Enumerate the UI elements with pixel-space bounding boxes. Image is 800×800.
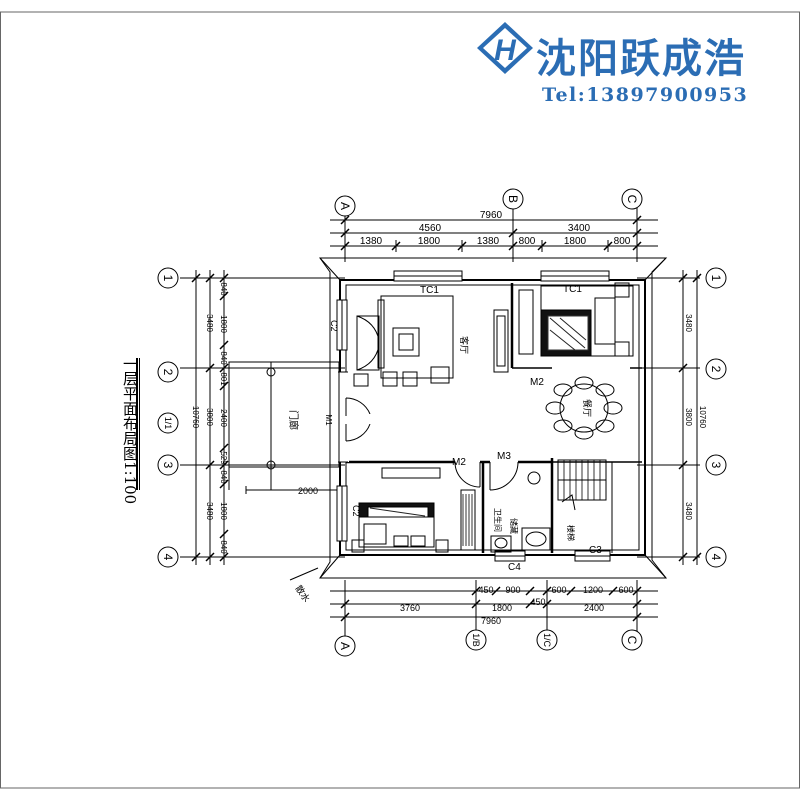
axis-label-left-3: 3 bbox=[161, 462, 175, 469]
plan-title-underline bbox=[136, 358, 138, 490]
dim-porch: 2000 bbox=[298, 486, 318, 496]
dim-top-mid-1: 4560 bbox=[419, 223, 442, 234]
bathroom-fixtures bbox=[489, 461, 551, 553]
staircase bbox=[557, 459, 607, 511]
dim-bottom-mid-1: 3760 bbox=[400, 603, 420, 613]
dim-left-inner-2: 1800 bbox=[219, 315, 228, 333]
dim-left-mid-3: 3480 bbox=[205, 502, 214, 520]
dim-top-total: 7960 bbox=[480, 210, 503, 221]
axis-label-left-1-1: 1/1 bbox=[163, 417, 173, 430]
dim-bottom-mid-2: 1800 bbox=[492, 603, 512, 613]
dim-top-inner-2: 1800 bbox=[418, 236, 441, 247]
entrance-door bbox=[345, 397, 371, 442]
dim-top-inner-4: 800 bbox=[519, 236, 536, 247]
brand-name: 沈阳跃成浩 bbox=[536, 35, 746, 82]
window-label-tc1-a: TC1 bbox=[420, 285, 439, 296]
porch bbox=[228, 361, 346, 494]
bottom-dimensions bbox=[330, 580, 658, 657]
right-dimensions bbox=[637, 267, 727, 568]
window-label-c4: C4 bbox=[508, 562, 521, 573]
door-label-m2-b: M2 bbox=[452, 457, 466, 468]
dim-top-mid-2: 3400 bbox=[568, 223, 591, 234]
dim-top-inner-3: 1380 bbox=[477, 236, 500, 247]
dim-right-mid-3: 3480 bbox=[684, 502, 693, 520]
brand-logo-letter: H bbox=[494, 34, 517, 67]
dim-left-inner-7: 840 bbox=[219, 470, 228, 484]
dim-right-mid-1: 3480 bbox=[684, 314, 693, 332]
axis-label-right-2: 2 bbox=[709, 366, 723, 373]
dim-left-total: 10760 bbox=[191, 406, 200, 429]
axis-label-bottom-c: C bbox=[625, 636, 639, 645]
plan-title-underline-2 bbox=[139, 358, 140, 490]
brand-phone: Tel:13897900953 bbox=[542, 84, 749, 106]
windows bbox=[336, 270, 611, 562]
axis-label-right-1: 1 bbox=[709, 275, 723, 282]
dim-left-mid-2: 3800 bbox=[205, 408, 214, 426]
axis-label-right-4: 4 bbox=[709, 554, 723, 561]
axis-label-left-1: 1 bbox=[161, 275, 175, 282]
plan-title: 一层平面布局图1:100 bbox=[121, 356, 139, 505]
window-label-c2-b: C2 bbox=[351, 505, 361, 517]
building-walls bbox=[319, 257, 668, 579]
floor-plan: A B C 7960 4560 3400 1380 1800 1380 800 … bbox=[157, 188, 727, 657]
room-label-foyer: 门廊 bbox=[287, 410, 300, 430]
dim-top-inner-6: 800 bbox=[614, 236, 631, 247]
window-label-c2-a: C2 bbox=[329, 320, 339, 332]
axis-label-top-b: B bbox=[506, 195, 520, 203]
dim-left-inner-3: 840 bbox=[219, 351, 228, 365]
dim-bottom-inner-5: 600 bbox=[618, 585, 633, 595]
dim-bottom-mid-3: 450 bbox=[530, 597, 545, 607]
dim-left-inner-5: 2400 bbox=[219, 409, 228, 427]
dim-right-total: 10760 bbox=[698, 406, 707, 429]
dim-left-inner-4: 801 bbox=[219, 372, 228, 386]
bedroom-1-furniture bbox=[518, 282, 634, 357]
apron-marker bbox=[289, 567, 319, 581]
dim-bottom-inner-4: 1200 bbox=[583, 585, 603, 595]
axis-label-top-c: C bbox=[625, 195, 639, 204]
axis-label-right-3: 3 bbox=[709, 462, 723, 469]
dim-left-inner-1: 840 bbox=[219, 282, 228, 296]
bedroom-2-furniture bbox=[351, 467, 476, 553]
dim-bottom-mid-4: 2400 bbox=[584, 603, 604, 613]
axis-label-left-2: 2 bbox=[161, 369, 175, 376]
dim-bottom-total: 7960 bbox=[481, 616, 501, 626]
axis-label-top-a: A bbox=[338, 202, 352, 210]
axis-label-left-4: 4 bbox=[161, 554, 175, 561]
apron-label: 散水 bbox=[293, 583, 312, 604]
top-dimensions bbox=[330, 188, 658, 262]
dim-bottom-inner-2: 900 bbox=[505, 585, 520, 595]
axis-label-bottom-a: A bbox=[338, 642, 352, 650]
dim-left-inner-6: 529 bbox=[219, 451, 228, 465]
door-label-m3: M3 bbox=[497, 451, 511, 462]
room-label-living: 客厅 bbox=[459, 336, 470, 354]
room-label-storage: 储藏 bbox=[509, 518, 519, 534]
dim-top-inner-5: 1800 bbox=[564, 236, 587, 247]
axis-label-bottom-1c: 1/C bbox=[542, 633, 552, 648]
left-dimensions bbox=[157, 267, 345, 568]
dim-top-inner-1: 1380 bbox=[360, 236, 383, 247]
living-room-furniture bbox=[353, 295, 509, 387]
dim-right-mid-2: 3800 bbox=[684, 408, 693, 426]
window-label-c3: C3 bbox=[589, 545, 602, 556]
door-label-m2-a: M2 bbox=[530, 377, 544, 388]
window-label-tc1-b: TC1 bbox=[563, 284, 582, 295]
dim-left-mid-1: 3480 bbox=[205, 314, 214, 332]
dining-furniture bbox=[545, 376, 623, 440]
room-label-dining: 餐厅 bbox=[582, 399, 593, 417]
room-label-bath: 卫生间 bbox=[493, 508, 503, 532]
room-label-stairs: 楼梯 bbox=[566, 525, 576, 541]
dim-bottom-inner-1: 450 bbox=[478, 585, 493, 595]
door-label-m1: M1 bbox=[324, 414, 333, 426]
brand-logo-icon: H bbox=[477, 22, 533, 74]
dim-left-inner-9: 840 bbox=[219, 540, 228, 554]
dim-bottom-inner-3: 600 bbox=[551, 585, 566, 595]
dim-left-inner-8: 1800 bbox=[219, 502, 228, 520]
axis-label-bottom-1b: 1/B bbox=[471, 633, 481, 647]
